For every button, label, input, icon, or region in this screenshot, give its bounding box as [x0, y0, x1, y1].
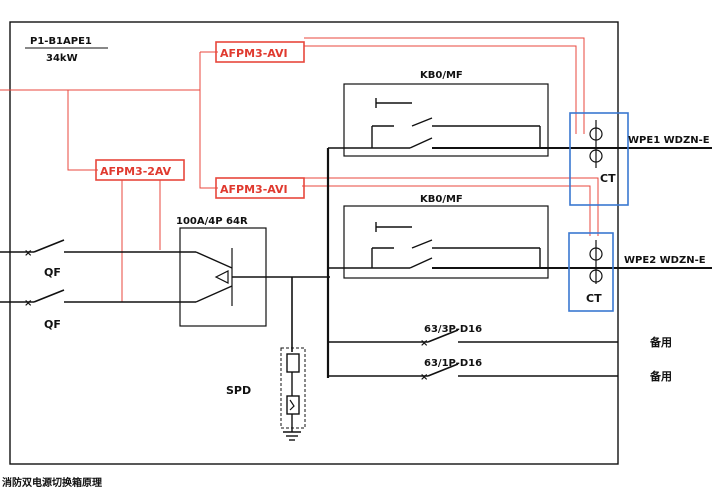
monitor-top-box — [215, 41, 305, 63]
panel-power: 34kW — [46, 53, 78, 64]
module-bottom-label: KB0/MF — [420, 194, 463, 205]
spd-label: SPD — [226, 384, 251, 397]
ct-top-symbol — [589, 120, 603, 168]
panel-border — [9, 21, 619, 465]
ats-label: 100A/4P 64R — [176, 216, 248, 227]
ct-bottom-label: CT — [586, 292, 602, 305]
ct-bottom-highlight — [568, 232, 614, 312]
svg-text:×: × — [420, 372, 428, 383]
incoming-lines: × × — [0, 239, 196, 309]
footer-caption: 消防双电源切换箱原理 — [2, 476, 102, 488]
monitor-mid-label: AFPM3-AVI — [220, 183, 288, 196]
svg-text:×: × — [24, 298, 32, 309]
module-bottom-box — [343, 205, 549, 279]
qf2-label: QF — [44, 318, 61, 331]
spare1-label: 备用 — [649, 335, 672, 349]
monitor-mid-box — [215, 177, 305, 199]
panel-id: P1-B1APE1 — [30, 36, 92, 47]
monitor-top-label: AFPM3-AVI — [220, 47, 288, 60]
spare2-label: 备用 — [649, 369, 672, 383]
monitor-left-label: AFPM3-2AV — [100, 165, 172, 178]
ats-symbol — [195, 248, 330, 306]
module-top-switches — [328, 98, 712, 149]
module-top-label: KB0/MF — [420, 70, 463, 81]
ct-top-highlight — [569, 112, 629, 206]
monitor-left-box — [95, 159, 185, 181]
svg-text:×: × — [420, 338, 428, 349]
module-bottom-switches — [328, 222, 712, 269]
ct-top-label: CT — [600, 172, 616, 185]
feeder-bottom-label: WPE2 WDZN-E — [624, 255, 706, 266]
module-top-box — [343, 83, 549, 157]
monitor-wiring — [0, 37, 599, 302]
spare1-breaker-label: 63/3P-D16 — [424, 324, 482, 335]
ct-bottom-symbol — [589, 240, 603, 284]
spare2-breaker-label: 63/1P-D16 — [424, 358, 482, 369]
spare-circuits: × × — [328, 329, 618, 383]
feeder-top-label: WPE1 WDZN-E — [628, 135, 710, 146]
svg-text:×: × — [24, 248, 32, 259]
spd-branch — [280, 277, 306, 441]
qf1-label: QF — [44, 266, 61, 279]
